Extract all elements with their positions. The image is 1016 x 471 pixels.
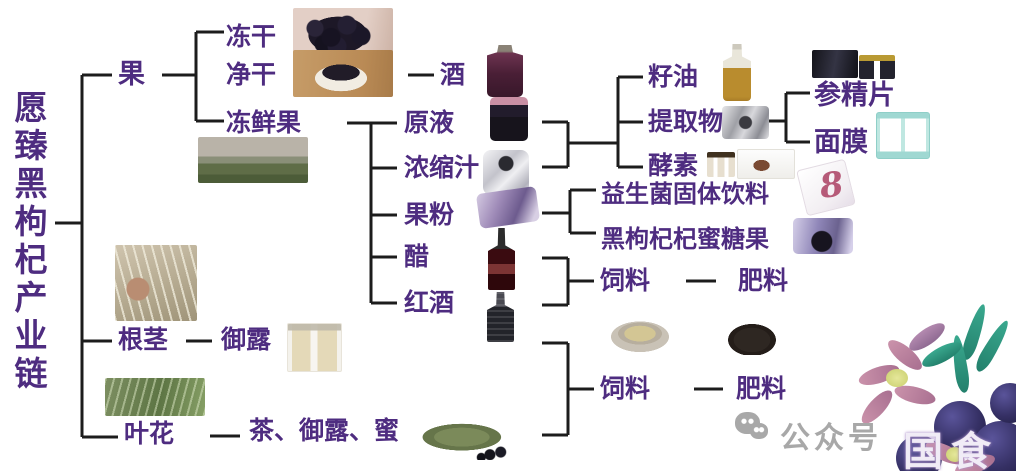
- wechat-icon: [735, 412, 773, 448]
- node-net-dried: 净干: [226, 60, 277, 89]
- photo-fertilizer-pile: [716, 308, 788, 355]
- photo-feed-seeds: [600, 312, 680, 357]
- extract-bracket-lines: [542, 75, 643, 169]
- eight-logo: 8: [817, 164, 847, 208]
- node-seed-oil: 籽油: [648, 62, 699, 91]
- photo-green-plants: [105, 378, 205, 416]
- wechat-account-label: 公众号: [780, 421, 882, 456]
- node-root-stem: 根茎: [118, 325, 169, 354]
- node-frozen-fresh: 冻鲜果: [226, 108, 302, 137]
- photo-tea-pile: [410, 416, 518, 460]
- node-red-wine: 红酒: [404, 288, 455, 317]
- diagram-title: 愿臻黑枸杞产业链: [9, 90, 48, 394]
- node-face-mask: 面膜: [814, 127, 868, 158]
- node-enzyme: 酵素: [648, 151, 699, 180]
- node-feed-1: 饲料: [600, 266, 651, 295]
- node-wine: 酒: [440, 60, 466, 89]
- node-vinegar: 醋: [404, 242, 430, 271]
- photo-yulu-bottles: [287, 323, 342, 372]
- node-fertilizer-2: 肥料: [736, 374, 787, 403]
- photo-fresh-berries: [293, 8, 393, 53]
- node-extract: 提取物: [648, 107, 724, 136]
- powder-bracket-lines: [542, 188, 596, 235]
- wechat-bubble-small: [750, 423, 768, 439]
- photo-small-bottles: [859, 55, 895, 79]
- photo-dried-berries-bowl: [293, 50, 393, 97]
- berry-shape: [990, 383, 1016, 423]
- node-fruit-powder: 果粉: [404, 200, 455, 229]
- deep-product-bracket-lines: [768, 91, 810, 144]
- byproduct-bracket-lines: [542, 256, 723, 437]
- node-ginseng-tablet: 参精片: [814, 80, 895, 111]
- node-feed-2: 饲料: [600, 374, 651, 403]
- partial-watermark: 国食: [903, 429, 999, 471]
- node-honey-candy: 黑枸杞杞蜜糖果: [601, 225, 769, 253]
- node-fertilizer-1: 肥料: [738, 266, 789, 295]
- photo-ginseng-box: [812, 50, 858, 78]
- photo-enzyme-box: [737, 149, 795, 179]
- node-probiotic-drink: 益生菌固体饮料: [601, 180, 769, 208]
- photo-ampoules: [707, 152, 735, 177]
- mid-spine-lines: [347, 73, 434, 305]
- left-trunk-lines: [55, 30, 240, 439]
- photo-wine-bottle: [487, 45, 523, 97]
- photo-mask-packets: [876, 112, 930, 159]
- photo-raw-liquid-bottle: [490, 97, 528, 141]
- photo-candy-wrapper: [793, 218, 853, 254]
- photo-roots-hand: [115, 245, 197, 321]
- flower-center: [886, 369, 908, 387]
- photo-harvest-field: [198, 137, 308, 183]
- node-leaf-flower: 叶花: [124, 419, 175, 448]
- node-tea-yulu-honey: 茶、御露、蜜: [249, 416, 400, 445]
- node-yulu: 御露: [221, 325, 272, 354]
- flower-center: [946, 447, 964, 462]
- node-raw-liquid: 原液: [404, 108, 455, 137]
- node-fruit: 果: [118, 59, 145, 90]
- flower-decoration: [850, 295, 1016, 471]
- photo-extract-pouch: [722, 106, 769, 139]
- node-concentrate: 浓缩汁: [404, 153, 480, 182]
- node-freeze-dried: 冻干: [226, 22, 277, 51]
